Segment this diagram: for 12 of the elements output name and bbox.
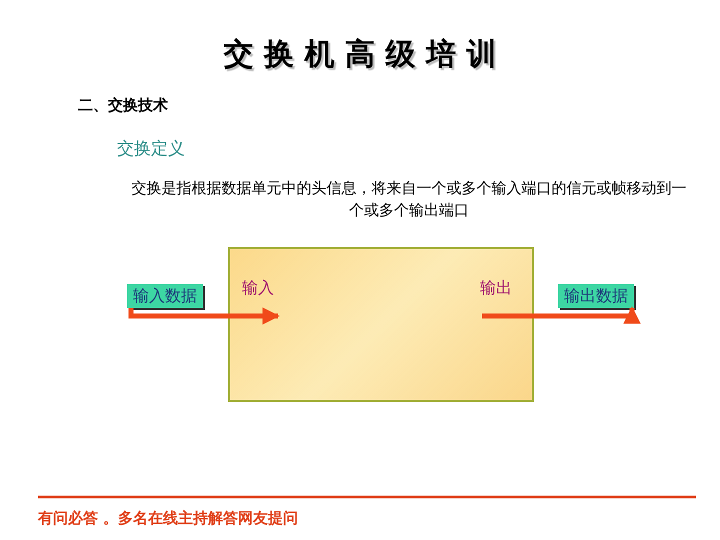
subheading: 交换定义 <box>117 138 186 161</box>
arrow <box>128 307 280 325</box>
arrow <box>482 306 641 324</box>
data-label-box: 输入数据 <box>127 284 203 308</box>
port-label: 输出 <box>480 278 520 318</box>
data-label-box: 输出数据 <box>558 284 634 308</box>
definition-text: 交换是指根据数据单元中的头信息，将来自一个或多个输入端口的信元或帧移动到一个或多个输出端口 <box>130 178 688 221</box>
port-label: 输入 <box>242 278 282 318</box>
footer-text: 有问必答 。多名在线主持解答网友提问 <box>38 508 300 529</box>
title: 交 换 机 高 级 培 训 <box>222 36 498 74</box>
section-heading: 二、交换技术 <box>78 95 169 116</box>
switch-box <box>228 247 534 402</box>
